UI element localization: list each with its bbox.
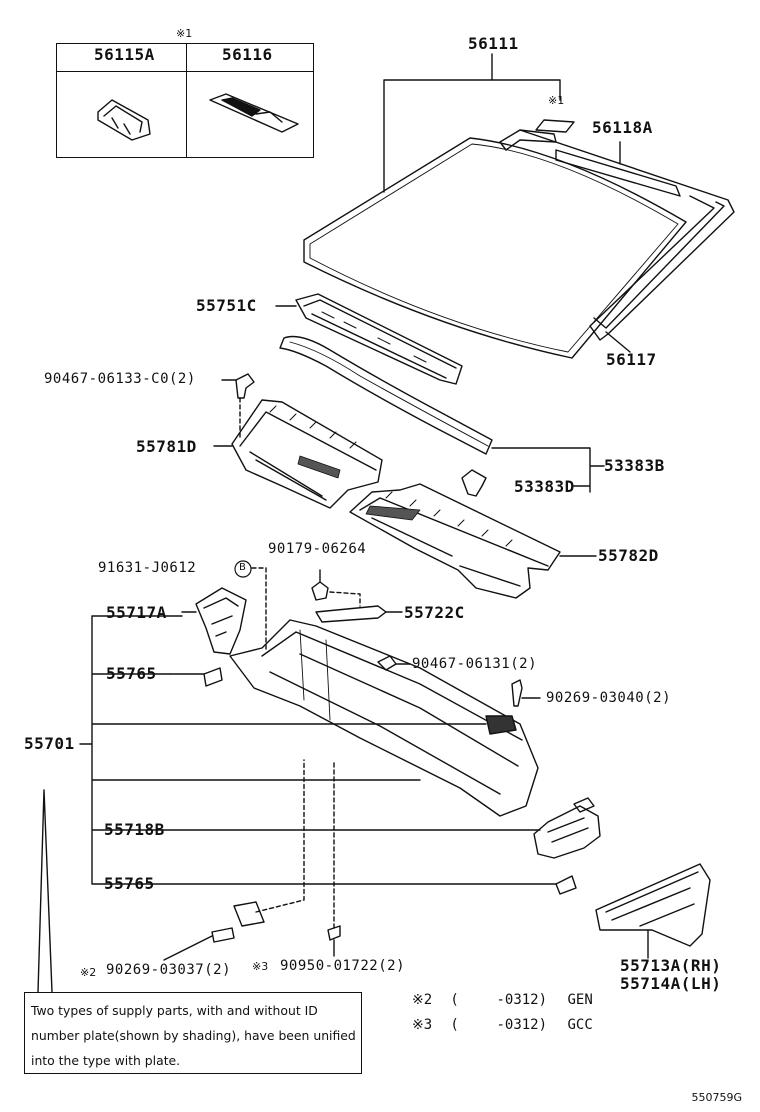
part-55718b[interactable]: 55718B <box>104 820 165 839</box>
note-line-1: Two types of supply parts, with and with… <box>31 1003 318 1018</box>
part-55751c[interactable]: 55751C <box>196 296 257 315</box>
part-91631-j0612[interactable]: 91631-J0612 <box>98 560 197 576</box>
part-90950-01722[interactable]: 90950-01722(2) <box>280 958 406 974</box>
legend-code: GCC <box>567 1017 593 1033</box>
cowl-panel-55701-drawing <box>229 619 539 817</box>
legend-open: ( <box>450 992 459 1008</box>
clip-56116-drawing <box>209 93 299 133</box>
legend-range: -0312) <box>496 1017 548 1033</box>
illustration-code: 550759G <box>691 1091 742 1104</box>
leader-53383 <box>491 447 605 493</box>
clip-53383d-drawing <box>461 469 487 497</box>
part-55713a[interactable]: 55713A(RH) <box>620 956 722 975</box>
leader-90269-03037 <box>163 935 213 961</box>
leader-56111 <box>383 53 561 193</box>
part-90950-mark: ※3 <box>252 960 269 973</box>
weatherstrip-55751c-drawing <box>295 293 463 385</box>
part-55782d[interactable]: 55782D <box>598 546 659 565</box>
part-90467-06133[interactable]: 90467-06133-C0(2) <box>44 371 196 387</box>
seal-53383b-drawing <box>279 335 493 455</box>
nut-90179-drawing <box>311 581 329 601</box>
part-90179-06264[interactable]: 90179-06264 <box>268 541 367 557</box>
dash-91631 <box>251 567 267 653</box>
cowl-louver-55782d-drawing <box>349 483 561 599</box>
part-90269-03037-mark: ※2 <box>80 966 97 979</box>
part-90269-03040[interactable]: 90269-03040(2) <box>546 690 672 706</box>
legend-code: GEN <box>567 992 593 1008</box>
inset-header <box>57 44 313 72</box>
part-90467-06131[interactable]: 90467-06131(2) <box>412 656 538 672</box>
legend-mark: ※3 <box>412 1017 433 1033</box>
part-56118a[interactable]: 56118A <box>592 118 653 137</box>
note-box: Two types of supply parts, with and with… <box>24 992 362 1074</box>
legend-row-3: ※3 ( -0312) GCC <box>412 1017 593 1033</box>
part-55722c[interactable]: 55722C <box>404 603 465 622</box>
clip-56115a-drawing <box>97 99 151 141</box>
cowl-louver-55781d-drawing <box>231 399 383 509</box>
part-90269-03037[interactable]: 90269-03037(2) <box>106 962 232 978</box>
screw-90269-03037-drawing <box>211 927 235 943</box>
glass-molding-drawing <box>499 129 735 341</box>
part-55717a[interactable]: 55717A <box>106 603 167 622</box>
pad-55765-bottom-drawing <box>555 875 577 895</box>
screw-90950-drawing <box>327 925 341 941</box>
side-panel-55713a-drawing <box>595 863 711 947</box>
part-56111-mark: ※1 <box>548 94 565 107</box>
part-91631-circle-letter: B <box>239 562 246 573</box>
part-55765-bottom[interactable]: 55765 <box>104 874 155 893</box>
note-line-2: number plate(shown by shading), have bee… <box>31 1028 356 1043</box>
bracket-55717a-drawing <box>195 587 247 655</box>
part-53383b[interactable]: 53383B <box>604 456 665 475</box>
part-53383d[interactable]: 53383D <box>514 477 575 496</box>
windshield-glass-drawing <box>303 137 687 359</box>
legend-mark: ※2 <box>412 992 433 1008</box>
leader-56117 <box>605 331 631 353</box>
screw-90269-03040-drawing <box>511 679 523 707</box>
part-55781d[interactable]: 55781D <box>136 437 197 456</box>
leader-note <box>37 789 53 993</box>
inset-divider <box>186 44 187 157</box>
leader-55701-bracket <box>79 615 557 885</box>
inset-table <box>56 43 314 158</box>
legend-range: -0312) <box>496 992 548 1008</box>
bracket-55718b-drawing <box>533 797 601 859</box>
part-56116[interactable]: 56116 <box>222 45 273 64</box>
part-56111[interactable]: 56111 <box>468 34 519 53</box>
dash-90179 <box>329 591 361 607</box>
legend-row-2: ※2 ( -0312) GEN <box>412 992 593 1008</box>
id-plate-drawing <box>233 901 265 927</box>
part-56115a[interactable]: 56115A <box>94 45 155 64</box>
pad-mark1-drawing <box>535 119 575 133</box>
part-55701[interactable]: 55701 <box>24 734 75 753</box>
bracket-55722c-drawing <box>315 605 387 623</box>
ref-b-circle <box>234 560 252 578</box>
note-line-3: into the type with plate. <box>31 1053 181 1068</box>
part-56117[interactable]: 56117 <box>606 350 657 369</box>
pad-55765-top-drawing <box>203 667 223 687</box>
inset-mark: ※1 <box>176 27 193 40</box>
part-55714a[interactable]: 55714A(LH) <box>620 974 722 993</box>
clip-90467-06133-drawing <box>235 373 255 399</box>
legend-open: ( <box>450 1017 459 1033</box>
part-55765-top[interactable]: 55765 <box>106 664 157 683</box>
dash-lower-screws <box>255 759 335 929</box>
